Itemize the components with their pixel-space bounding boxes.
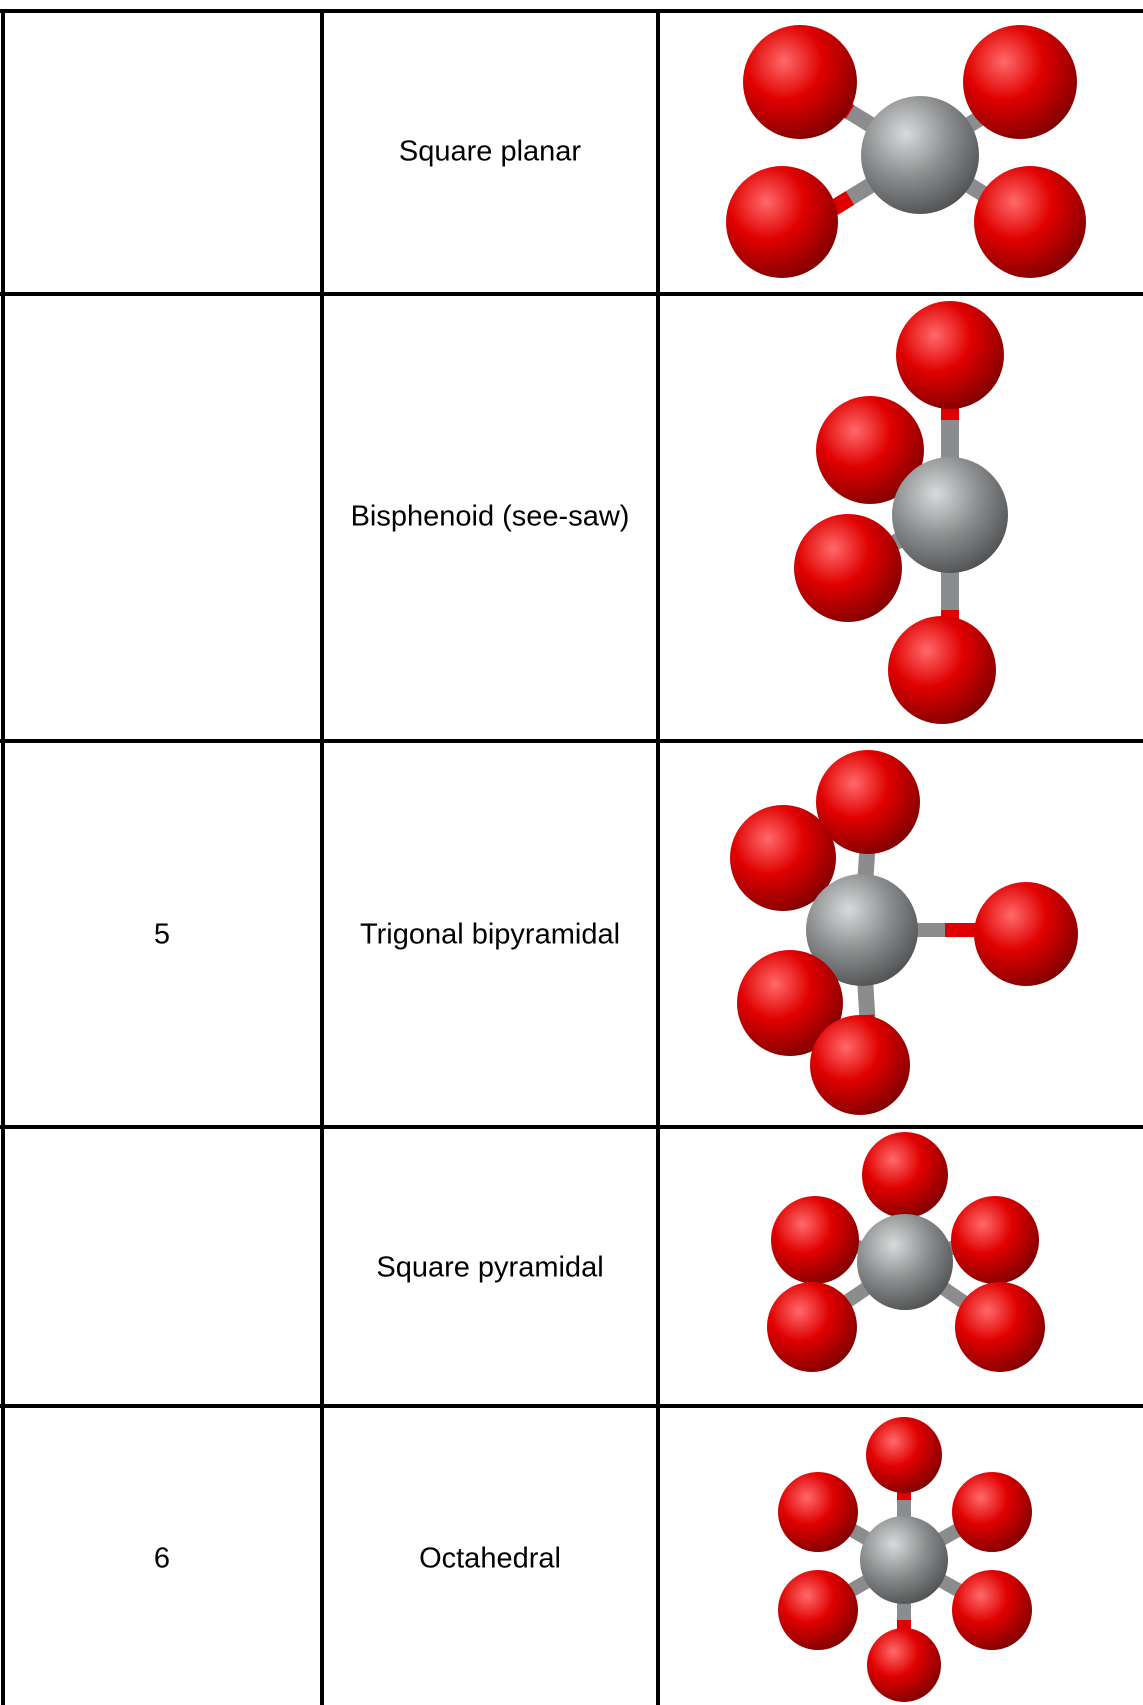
ligand-atom [866, 1417, 942, 1493]
trigonal-bipyramidal-model [730, 750, 1078, 1115]
ligand-atom [963, 25, 1077, 139]
ligand-atom [794, 514, 902, 622]
ligand-atom [816, 750, 920, 854]
see-saw-model [794, 301, 1008, 724]
ligand-atom [974, 166, 1086, 278]
ligand-atom [778, 1472, 858, 1552]
geometry-name-row-2: Bisphenoid (see-saw) [350, 500, 630, 533]
central-atom [892, 457, 1008, 573]
geometry-name-row-4: Square pyramidal [376, 1251, 604, 1284]
ligand-atom [952, 1472, 1032, 1552]
ligand-atom [867, 1628, 941, 1702]
geometry-name-row-1: Square planar [398, 135, 582, 168]
ligand-atom [730, 805, 836, 911]
ligand-atom [771, 1196, 859, 1284]
ligand-atom [862, 1132, 948, 1218]
ligand-atom [737, 950, 843, 1056]
central-atom [861, 96, 979, 214]
ligand-atom [952, 1570, 1032, 1650]
central-atom [806, 874, 918, 986]
ligand-atom [816, 396, 924, 504]
coordination-number-row-5: 6 [153, 1542, 171, 1575]
central-atom [857, 1214, 953, 1310]
geometry-name-row-3: Trigonal bipyramidal [359, 918, 621, 951]
square-pyramidal-model [767, 1132, 1045, 1372]
ligand-atom [974, 882, 1078, 986]
table-grid [0, 9, 1143, 1705]
ligand-atom [951, 1196, 1039, 1284]
ligand-atom [896, 301, 1004, 409]
ligand-atom [767, 1282, 857, 1372]
coordination-number-row-3: 5 [153, 918, 171, 951]
geometry-name-row-5: Octahedral [419, 1542, 561, 1575]
square-planar-model [726, 25, 1086, 278]
ligand-atom [778, 1570, 858, 1650]
ligand-atom [726, 166, 838, 278]
central-atom [860, 1516, 948, 1604]
ligand-atom [955, 1282, 1045, 1372]
octahedral-model [778, 1417, 1032, 1702]
ligand-atom [888, 616, 996, 724]
ligand-atom [743, 25, 857, 139]
ligand-atom [810, 1015, 910, 1115]
